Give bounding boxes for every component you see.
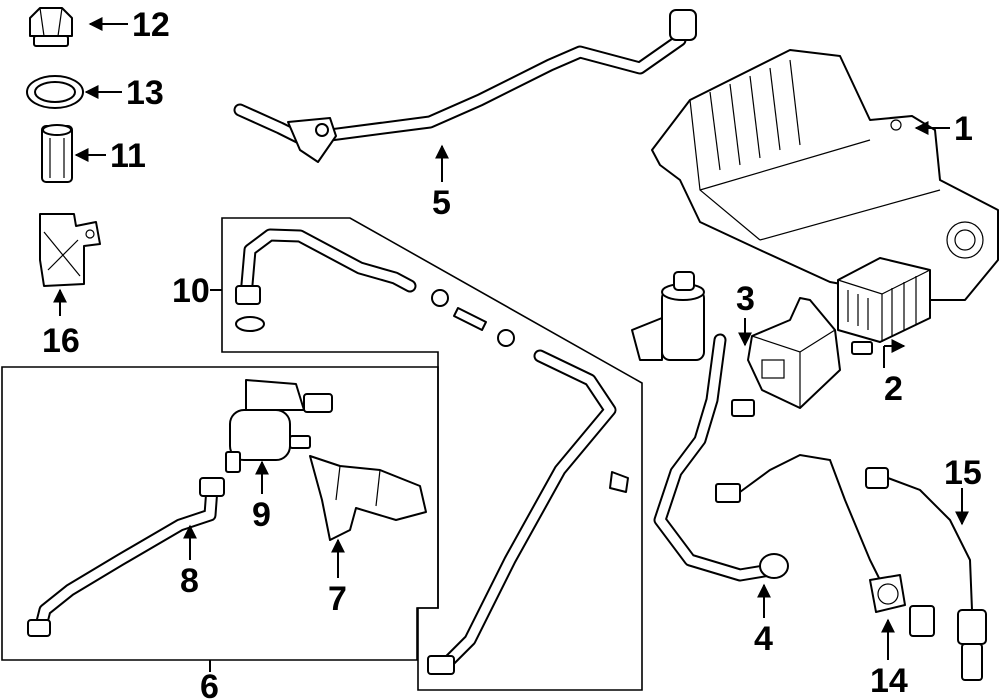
- callout-7: 7: [328, 580, 347, 618]
- callout-3: 3: [736, 280, 755, 318]
- callout-11: 11: [110, 137, 146, 175]
- callout-10: 10: [172, 272, 210, 310]
- part-5-hose[interactable]: [233, 9, 697, 163]
- callout-13: 13: [126, 74, 164, 112]
- part-13-o-ring[interactable]: [26, 75, 84, 109]
- part-3-bracket[interactable]: [747, 297, 841, 409]
- part-7-bracket[interactable]: [309, 455, 427, 541]
- callout-5: 5: [432, 184, 451, 222]
- canister[interactable]: [631, 271, 705, 361]
- part-12-cap[interactable]: [29, 7, 73, 47]
- group-box-10: [210, 217, 643, 691]
- callout-1: 1: [954, 110, 973, 148]
- part-4-harness[interactable]: [653, 333, 881, 582]
- callout-4: 4: [754, 620, 773, 658]
- part-16-sensor[interactable]: [39, 213, 101, 287]
- callout-16: 16: [42, 322, 80, 360]
- leader-lines: [53, 17, 969, 660]
- part-1-intake-manifold[interactable]: [651, 49, 999, 301]
- group-box-6: [1, 366, 439, 672]
- callout-9: 9: [252, 496, 271, 534]
- callout-8: 8: [180, 562, 199, 600]
- part-2-valve[interactable]: [837, 257, 931, 355]
- callout-12: 12: [132, 6, 170, 44]
- callout-14: 14: [870, 662, 908, 700]
- callout-6: 6: [200, 668, 219, 700]
- part-9-solenoid[interactable]: [225, 379, 333, 473]
- callout-15: 15: [944, 454, 982, 492]
- part-10-hose[interactable]: [235, 228, 629, 675]
- part-15-oxygen-sensor[interactable]: [865, 467, 987, 681]
- part-14-oxygen-sensor[interactable]: [869, 574, 935, 637]
- callout-2: 2: [884, 370, 903, 408]
- part-8-hose[interactable]: [27, 477, 225, 637]
- part-11-filter[interactable]: [41, 124, 73, 183]
